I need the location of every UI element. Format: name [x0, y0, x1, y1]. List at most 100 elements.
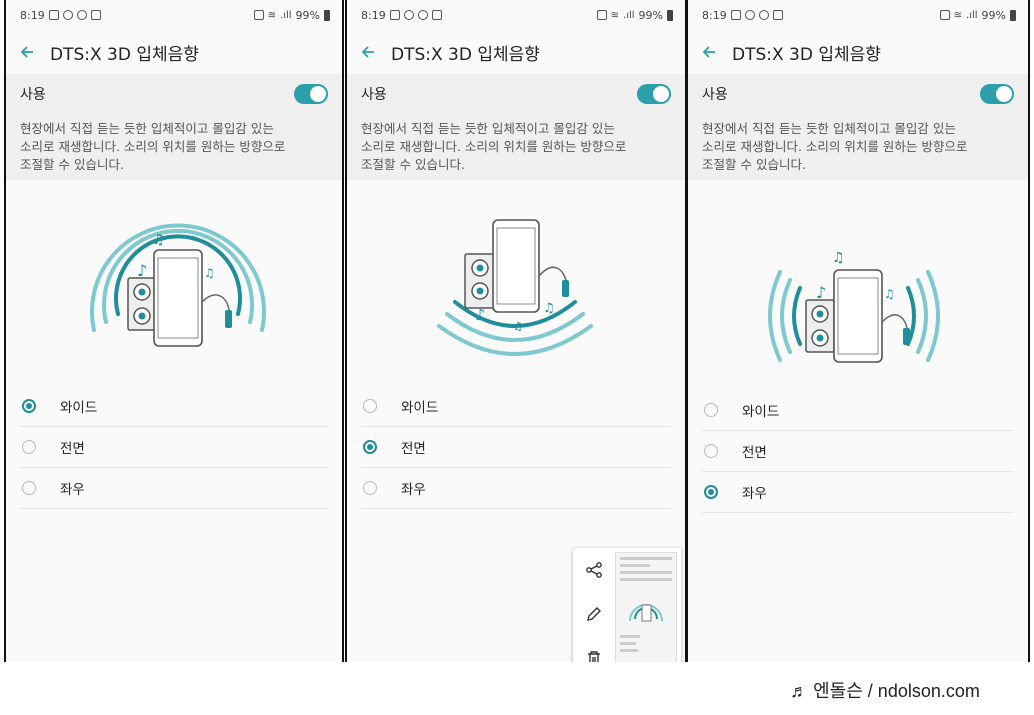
sound-mode-options: 와이드 전면 좌우 — [688, 390, 1028, 513]
battery-icon — [1010, 9, 1016, 21]
sound-mode-options: 와이드 전면 좌우 — [6, 386, 342, 509]
wifi-icon: ≋ — [610, 9, 620, 21]
status-time: 8:19 — [702, 8, 727, 22]
svg-text:♪: ♪ — [137, 261, 147, 280]
description-line: 현장에서 직접 듣는 듯한 입체적이고 몰입감 있는 — [361, 121, 615, 136]
radio-selected[interactable] — [363, 440, 377, 454]
description: 현장에서 직접 듣는 듯한 입체적이고 몰입감 있는 소리로 재생합니다. 소리… — [347, 114, 685, 180]
wifi-icon: ≋ — [953, 9, 963, 21]
notification-icon — [403, 10, 414, 20]
option-front[interactable]: 전면 — [20, 427, 328, 468]
radio-selected[interactable] — [22, 399, 36, 413]
gallery-icon — [389, 10, 400, 20]
svg-text:♫: ♫ — [543, 301, 555, 316]
page-title: DTS:X 3D 입체음향 — [732, 44, 881, 65]
enable-toggle-row[interactable]: 사용 — [688, 74, 1028, 114]
option-sides[interactable]: 좌우 — [361, 468, 671, 509]
option-label: 전면 — [401, 441, 426, 457]
enable-switch[interactable] — [294, 84, 328, 104]
screenshot-thumbnail[interactable] — [615, 552, 677, 662]
screenshot-preview-popup — [573, 548, 681, 662]
enable-switch[interactable] — [637, 84, 671, 104]
signal-icon: .ıll — [280, 9, 292, 21]
app-bar: DTS:X 3D 입체음향 — [347, 30, 685, 74]
back-button[interactable] — [357, 41, 379, 63]
enable-toggle-row[interactable]: 사용 — [6, 74, 342, 114]
svg-text:♫: ♫ — [832, 250, 845, 266]
svg-text:♪: ♪ — [475, 305, 485, 324]
screen-panel-wide: 8:19 ≋ .ıll 99% DTS:X 3D 입체음향 사용 현장에서 직접… — [4, 0, 344, 662]
description: 현장에서 직접 듣는 듯한 입체적이고 몰입감 있는 소리로 재생합니다. 소리… — [688, 114, 1028, 180]
status-time: 8:19 — [361, 8, 386, 22]
description-line: 조절할 수 있습니다. — [20, 157, 124, 172]
enable-toggle-row[interactable]: 사용 — [347, 74, 685, 114]
description-line: 조절할 수 있습니다. — [361, 157, 465, 172]
sound-mode-options: 와이드 전면 좌우 — [347, 386, 685, 509]
battery-level: 99% — [638, 8, 663, 22]
sides-sound-illustration: ♫ ♪ ♫ — [688, 180, 1028, 386]
arrow-left-icon — [20, 46, 33, 58]
site-watermark: ♬ 엔돌슨 / ndolson.com — [740, 668, 1030, 712]
mute-icon — [431, 10, 442, 20]
delete-button[interactable] — [573, 636, 615, 662]
status-time: 8:19 — [20, 8, 45, 22]
person-icon — [76, 10, 87, 20]
radio-unselected[interactable] — [22, 481, 36, 495]
page-title: DTS:X 3D 입체음향 — [391, 44, 540, 65]
status-bar: 8:19 ≋ .ıll 99% — [688, 0, 1028, 30]
back-button[interactable] — [698, 41, 720, 63]
signal-icon: .ıll — [966, 9, 978, 21]
back-button[interactable] — [16, 41, 38, 63]
svg-text:♪: ♪ — [816, 283, 826, 302]
option-label: 좌우 — [60, 482, 85, 498]
signal-icon: .ıll — [623, 9, 635, 21]
option-front[interactable]: 전면 — [361, 427, 671, 468]
vibrate-icon — [939, 10, 950, 20]
radio-unselected[interactable] — [22, 440, 36, 454]
front-sound-illustration: ♪ ♫ ♫ — [347, 180, 685, 386]
option-label: 와이드 — [60, 400, 98, 416]
trash-icon — [588, 651, 600, 662]
battery-level: 99% — [295, 8, 320, 22]
enable-switch[interactable] — [980, 84, 1014, 104]
description-line: 소리로 재생합니다. 소리의 위치를 원하는 방향으로 — [20, 139, 286, 154]
option-sides[interactable]: 좌우 — [702, 472, 1014, 513]
share-icon — [586, 562, 602, 578]
option-wide[interactable]: 와이드 — [361, 386, 671, 427]
gallery-icon — [730, 10, 741, 20]
battery-icon — [324, 9, 330, 21]
description: 현장에서 직접 듣는 듯한 입체적이고 몰입감 있는 소리로 재생합니다. 소리… — [6, 114, 342, 180]
app-bar: DTS:X 3D 입체음향 — [6, 30, 342, 74]
radio-selected[interactable] — [704, 485, 718, 499]
arrow-left-icon — [702, 46, 715, 58]
option-label: 좌우 — [401, 482, 426, 498]
option-sides[interactable]: 좌우 — [20, 468, 328, 509]
option-label: 와이드 — [742, 404, 780, 420]
mute-icon — [90, 10, 101, 20]
option-front[interactable]: 전면 — [702, 431, 1014, 472]
option-label: 좌우 — [742, 486, 767, 502]
pencil-icon — [587, 607, 601, 621]
edit-button[interactable] — [573, 592, 615, 636]
status-bar: 8:19 ≋ .ıll 99% — [6, 0, 342, 30]
screen-panel-front: 8:19 ≋ .ıll 99% DTS:X 3D 입체음향 사용 현장에서 직접… — [345, 0, 687, 662]
wifi-icon: ≋ — [267, 9, 277, 21]
radio-unselected[interactable] — [704, 444, 718, 458]
vibrate-icon — [253, 10, 264, 20]
battery-level: 99% — [981, 8, 1006, 22]
screen-panel-sides: 8:19 ≋ .ıll 99% DTS:X 3D 입체음향 사용 현장에서 직접… — [686, 0, 1030, 662]
option-label: 와이드 — [401, 400, 439, 416]
radio-unselected[interactable] — [363, 399, 377, 413]
option-label: 전면 — [60, 441, 85, 457]
notification-icon — [744, 10, 755, 20]
option-wide[interactable]: 와이드 — [20, 386, 328, 427]
mute-icon — [772, 10, 783, 20]
option-wide[interactable]: 와이드 — [702, 390, 1014, 431]
gallery-icon — [48, 10, 59, 20]
radio-unselected[interactable] — [363, 481, 377, 495]
status-bar: 8:19 ≋ .ıll 99% — [347, 0, 685, 30]
radio-unselected[interactable] — [704, 403, 718, 417]
share-button[interactable] — [573, 548, 615, 592]
app-bar: DTS:X 3D 입체음향 — [688, 30, 1028, 74]
svg-text:♫: ♫ — [513, 320, 523, 333]
